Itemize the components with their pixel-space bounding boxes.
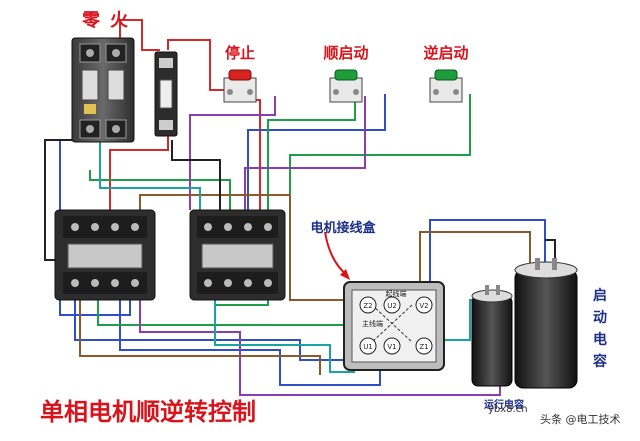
- forward-start-button[interactable]: [329, 69, 363, 103]
- terminal-v1: V1: [387, 343, 396, 351]
- wire-brown-2: [419, 231, 531, 290]
- wire-live-main: [119, 19, 160, 51]
- label-neutral: 零: [81, 10, 101, 31]
- motor-junction-box: Z2 U2 V2 U1 V1 Z1 起线端 主线端: [343, 281, 445, 371]
- wire-green-2: [289, 94, 471, 210]
- box-side-note: 主线端: [362, 319, 383, 328]
- start-capacitor: [514, 258, 578, 389]
- label-start-capacitor: 启动电容: [592, 287, 607, 370]
- terminal-z2: Z2: [363, 302, 372, 310]
- reverse-start-button[interactable]: [429, 69, 463, 103]
- stop-button[interactable]: [223, 69, 257, 103]
- wire-live-to-stop: [167, 39, 225, 91]
- circuit-breaker: [71, 37, 135, 143]
- wire-purple-1: [189, 96, 276, 210]
- label-forward-start: 顺启动: [323, 44, 368, 62]
- terminal-u2: U2: [387, 302, 397, 310]
- label-run-capacitor: 运行电容: [484, 398, 524, 411]
- wire-red-contactor: [250, 99, 261, 210]
- box-top-note: 起线端: [386, 289, 407, 298]
- label-reverse-start: 逆启动: [423, 44, 468, 62]
- pointer-arrow: [324, 231, 350, 280]
- run-capacitor: [471, 285, 513, 387]
- wire-blue-4: [429, 219, 546, 305]
- wire-brown-3: [79, 300, 321, 375]
- wire-blue-2: [247, 94, 386, 210]
- contactor-reverse: [189, 209, 286, 301]
- contactor-forward: [54, 209, 156, 301]
- terminal-z1: Z1: [419, 343, 428, 351]
- label-live: 火: [110, 10, 129, 31]
- diagram-title: 单相电机顺逆转控制: [40, 398, 256, 426]
- wire-black-2: [171, 140, 221, 210]
- wire-purple-2: [244, 96, 366, 210]
- watermark-site: ybx8.cn: [488, 404, 528, 415]
- wire-purple-3: [139, 300, 501, 396]
- watermark-author: 头条 @电工技术: [540, 412, 621, 426]
- terminal-u1: U1: [363, 343, 373, 351]
- label-stop: 停止: [225, 44, 255, 62]
- wire-green-4: [97, 300, 346, 326]
- label-motor-box: 电机接线盒: [310, 220, 376, 236]
- wire-brown-1: [139, 194, 355, 301]
- wire-blue-5: [119, 300, 381, 386]
- terminal-v2: V2: [419, 302, 428, 310]
- wire-teal-2: [214, 300, 355, 373]
- single-pole-breaker: [154, 51, 178, 137]
- wire-teal-1: [99, 140, 201, 210]
